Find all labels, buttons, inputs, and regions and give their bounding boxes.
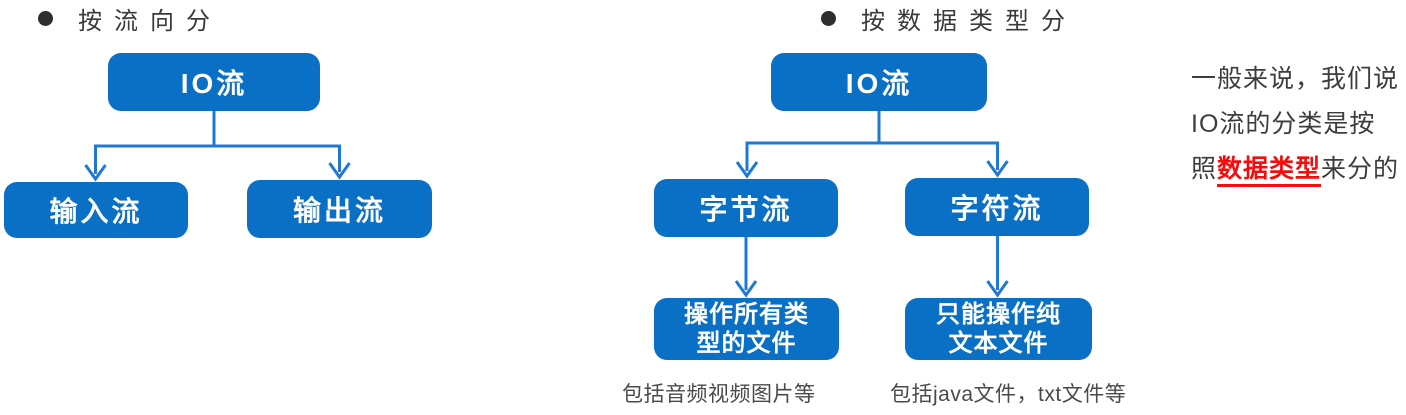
arrow-down-icon bbox=[328, 162, 351, 180]
left-heading-label: 按流向分 bbox=[78, 7, 222, 35]
left-tree-connectors bbox=[84, 111, 351, 182]
arrow-down-icon bbox=[84, 164, 107, 182]
left-tree-output-node: 输出流 bbox=[247, 180, 432, 238]
arrow-down-icon bbox=[986, 280, 1009, 298]
arrow-down-icon bbox=[734, 280, 758, 298]
bullet-icon bbox=[38, 10, 53, 26]
char-stream-desc-node: 只能操作纯 文本文件 bbox=[905, 298, 1092, 360]
byte-stream-label: 字节流 bbox=[699, 194, 793, 225]
right-heading-label: 按数据类型分 bbox=[861, 7, 1077, 35]
right-root-label: IO流 bbox=[845, 68, 913, 99]
note-line3-prefix: 照 bbox=[1191, 155, 1218, 183]
char-stream-node: 字符流 bbox=[905, 178, 1089, 236]
input-stream-label: 输入流 bbox=[49, 196, 143, 227]
char-stream-caption: 包括java文件，txt文件等 bbox=[890, 383, 1127, 406]
right-section-heading: 按数据类型分 bbox=[821, 4, 1077, 35]
byte-desc-line1: 操作所有类 bbox=[684, 301, 809, 328]
left-tree-root-node: IO流 bbox=[108, 53, 320, 111]
output-stream-label: 输出流 bbox=[292, 195, 386, 226]
byte-stream-node: 字节流 bbox=[654, 179, 838, 237]
note-highlight: 数据类型 bbox=[1217, 155, 1322, 187]
char-stream-label: 字符流 bbox=[950, 193, 1044, 224]
byte-stream-desc-node: 操作所有类 型的文件 bbox=[654, 298, 839, 360]
right-tree-root-node: IO流 bbox=[771, 53, 987, 111]
left-section-heading: 按流向分 bbox=[38, 4, 222, 35]
note-line-1: 一般来说，我们说 bbox=[1191, 65, 1400, 93]
note-line3-suffix: 来分的 bbox=[1321, 155, 1400, 183]
arrow-down-icon bbox=[735, 161, 759, 179]
note-line-2: IO流的分类是按 bbox=[1191, 110, 1376, 138]
char-desc-line1: 只能操作纯 bbox=[936, 301, 1061, 328]
left-tree-input-node: 输入流 bbox=[4, 182, 188, 238]
char-desc-line2: 文本文件 bbox=[948, 330, 1049, 357]
bullet-icon bbox=[821, 10, 836, 26]
arrow-down-icon bbox=[986, 160, 1009, 178]
note-line-3: 照数据类型来分的 bbox=[1191, 147, 1399, 192]
side-note: 一般来说，我们说 IO流的分类是按 照数据类型来分的 bbox=[1191, 57, 1399, 192]
byte-stream-caption: 包括音频视频图片等 bbox=[622, 383, 816, 406]
byte-desc-line2: 型的文件 bbox=[696, 330, 797, 357]
left-root-label: IO流 bbox=[180, 68, 248, 99]
